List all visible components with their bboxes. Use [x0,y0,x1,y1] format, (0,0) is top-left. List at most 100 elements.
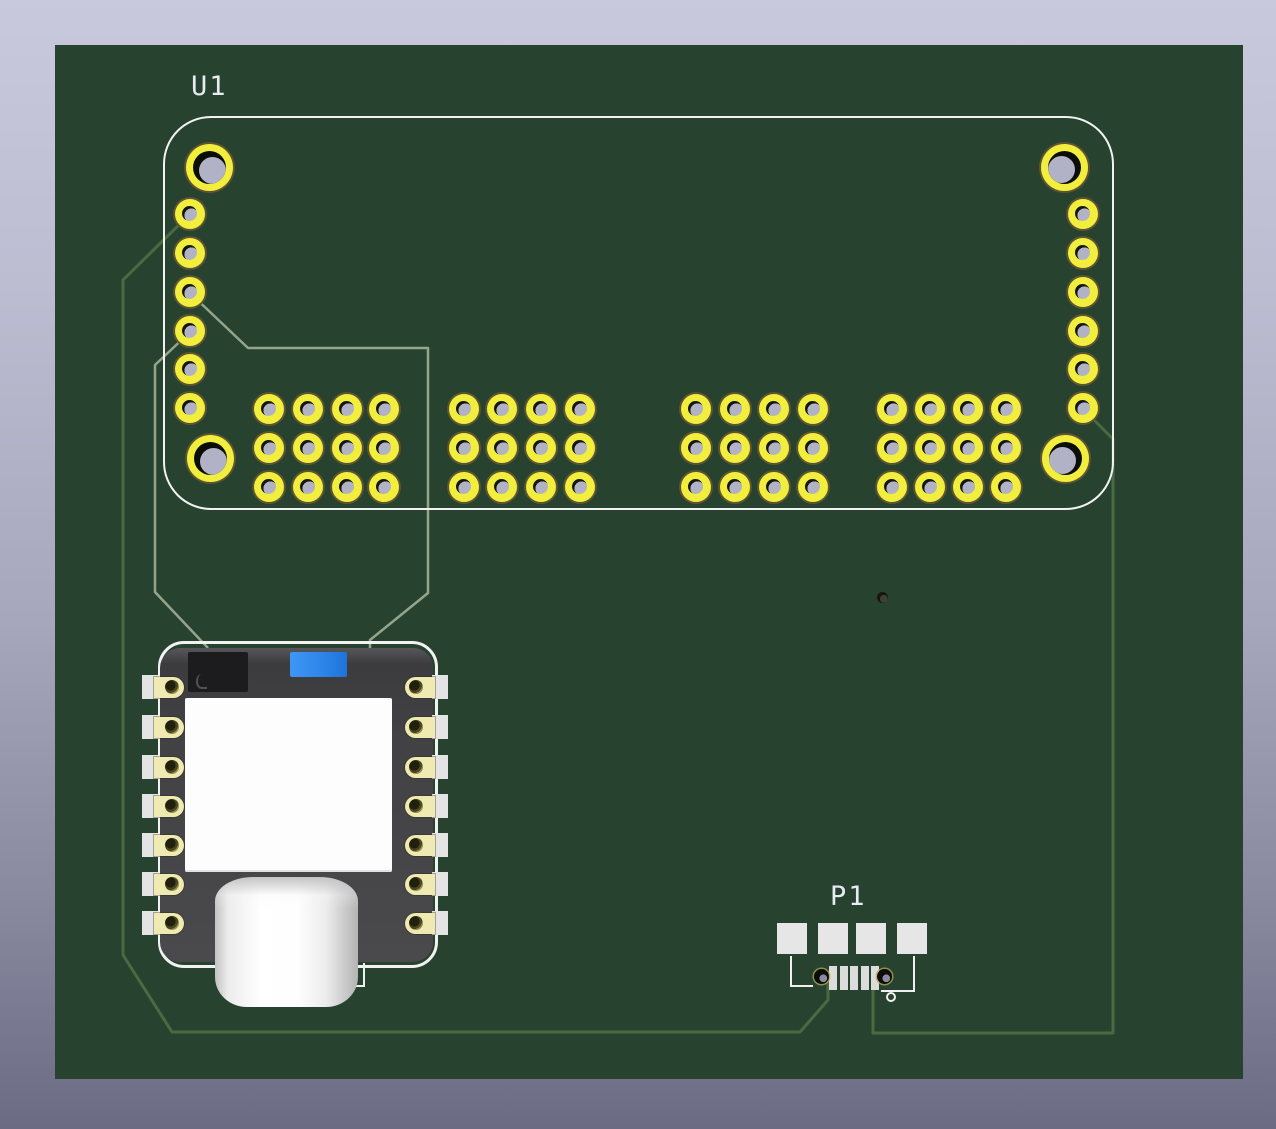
through-hole-pad [915,433,945,463]
through-hole-pad [877,394,907,424]
hole-see-through [198,156,226,184]
mounting-hole-pad [1041,434,1089,482]
pad-drill-hole [533,401,548,416]
pad-drill-hole [572,401,587,416]
through-hole-pad [332,472,362,502]
pad-drill-hole [727,440,742,455]
pad-drill-hole [494,479,509,494]
module-pin-hole [165,680,179,694]
module-pin-hole [165,799,179,813]
component-curve-mark [196,674,207,689]
pad-drill-hole [376,440,391,455]
p1-silk-bracket-right-h [881,990,913,992]
pad-drill-hole [182,206,197,221]
module-pin-hole [165,838,179,852]
through-hole-pad [681,472,711,502]
through-hole-pad [1068,238,1098,268]
through-hole-pad [254,394,284,424]
pad-drill-hole [261,440,276,455]
p1-through-hole [876,968,892,984]
pad-drill-hole [261,401,276,416]
p1-smd-pad [818,923,848,954]
through-hole-pad [877,433,907,463]
p1-pin1-indicator-circle [886,992,896,1002]
through-hole-pad [759,394,789,424]
through-hole-pad [798,394,828,424]
pad-drill-hole [1075,284,1090,299]
through-hole-pad [254,472,284,502]
mounting-hole-pad [186,434,234,482]
through-hole-pad [720,394,750,424]
through-hole-pad [369,433,399,463]
through-hole-pad [877,472,907,502]
through-hole-pad [487,433,517,463]
pad-drill-hole [182,323,197,338]
pad-drill-hole [998,401,1013,416]
pad-drill-hole [688,401,703,416]
pad-drill-hole [805,479,820,494]
through-hole-pad [1068,393,1098,423]
through-hole-pad [953,394,983,424]
mounting-hole-bore [192,150,226,184]
module-host-pad-right [432,833,448,857]
through-hole-pad [953,433,983,463]
pad-drill-hole [960,440,975,455]
pad-drill-hole [261,479,276,494]
through-hole-pad [175,277,205,307]
pad-drill-hole [494,401,509,416]
through-hole-pad [915,472,945,502]
through-hole-pad [487,394,517,424]
through-hole-pad [254,433,284,463]
pad-drill-hole [805,440,820,455]
module-black-component [188,652,248,692]
pad-drill-hole [533,479,548,494]
module-pin-hole [165,916,179,930]
pad-drill-hole [884,440,899,455]
pad-drill-hole [922,440,937,455]
p1-smd-pad [777,923,807,954]
module-host-pad-right [432,872,448,896]
usb-c-connector [215,877,358,1007]
module-pin-hole [409,916,423,930]
through-hole-pad [798,472,828,502]
p1-silk-bracket-left-v [790,956,792,987]
through-hole-pad [293,394,323,424]
through-hole-pad [332,433,362,463]
through-hole-pad [759,433,789,463]
through-hole-pad [369,394,399,424]
module-white-shield [185,698,392,872]
module-pin-hole [409,760,423,774]
through-hole-pad [449,472,479,502]
pad-drill-hole [182,284,197,299]
pad-drill-hole [572,440,587,455]
through-hole-pad [565,472,595,502]
through-hole-pad [1068,277,1098,307]
pad-drill-hole [339,440,354,455]
pad-drill-hole [922,401,937,416]
module-pin-hole [409,838,423,852]
pad-drill-hole [727,401,742,416]
pad-drill-hole [456,440,471,455]
pcb-board: U1 P1 [55,45,1243,1079]
pad-drill-hole [1075,206,1090,221]
pad-drill-hole [922,479,937,494]
through-hole-pad [1068,354,1098,384]
pad-drill-hole [688,479,703,494]
module-pin-hole [409,720,423,734]
pad-drill-hole [182,361,197,376]
module-host-pad-right [432,675,448,699]
module-host-pad-right [432,755,448,779]
p1-pin-bar [829,966,837,990]
p1-refdes-label: P1 [830,881,867,912]
pad-drill-hole [688,440,703,455]
via [876,591,888,603]
pad-drill-hole [376,479,391,494]
module-pin-hole [409,680,423,694]
through-hole-pad [487,472,517,502]
pad-drill-hole [1075,323,1090,338]
through-hole-pad [175,393,205,423]
u1-footprint-outline [163,116,1114,510]
through-hole-pad [565,394,595,424]
pad-drill-hole [884,401,899,416]
